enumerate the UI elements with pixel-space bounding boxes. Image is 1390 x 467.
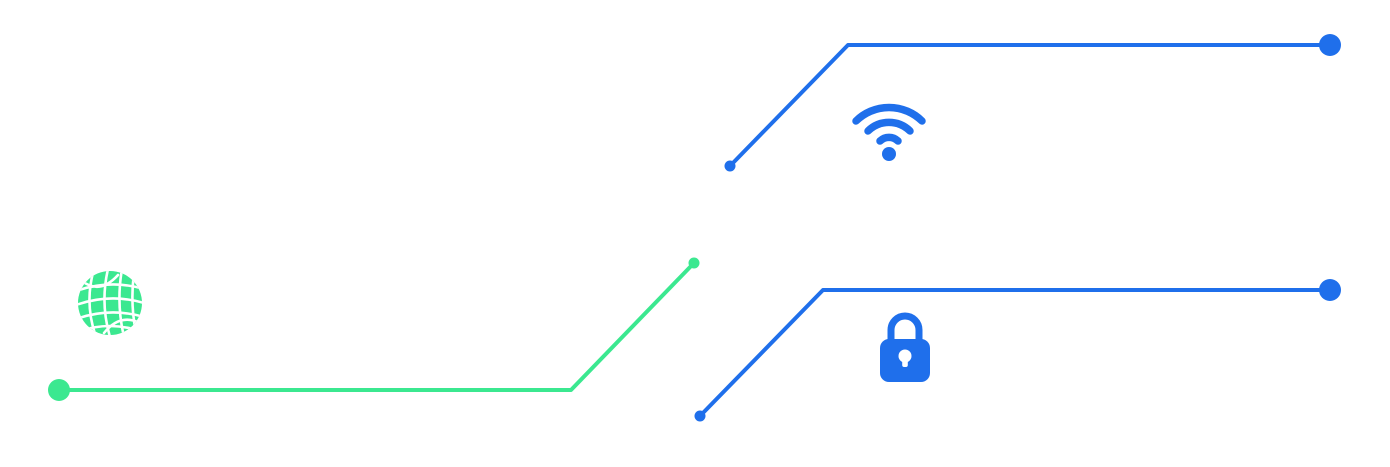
wifi-connector-end-dot — [1319, 34, 1341, 56]
wifi-arc-outer — [852, 103, 926, 125]
globe-icon — [78, 271, 142, 335]
wifi-icon — [852, 103, 926, 161]
globe-connector-end-dot — [688, 257, 700, 269]
wifi-connector-line — [728, 43, 1332, 168]
globe-connector-line — [57, 261, 696, 392]
lock-connector-start-dot — [694, 410, 706, 422]
wifi-dot — [882, 147, 896, 161]
globe-grid-line-3 — [78, 311, 142, 321]
globe-grid-line-1 — [78, 283, 142, 293]
lock-connector-end-dot — [1319, 279, 1341, 301]
wifi-arc-middle — [864, 118, 914, 135]
wifi-connector — [724, 34, 1341, 172]
globe-grid-line-6 — [103, 271, 112, 335]
lock-connector — [694, 279, 1341, 422]
globe-grid-line-7 — [118, 271, 126, 335]
lock-shackle — [887, 312, 923, 344]
lock-keyhole-slot — [902, 356, 908, 367]
wifi-connector-start-dot — [724, 160, 736, 172]
lock-icon — [880, 312, 930, 382]
globe-connector-start-dot — [48, 379, 70, 401]
globe-grid-line-2 — [78, 297, 142, 307]
globe-connector — [48, 257, 700, 401]
lock-connector-line — [698, 288, 1332, 418]
wifi-arc-inner — [876, 133, 902, 145]
